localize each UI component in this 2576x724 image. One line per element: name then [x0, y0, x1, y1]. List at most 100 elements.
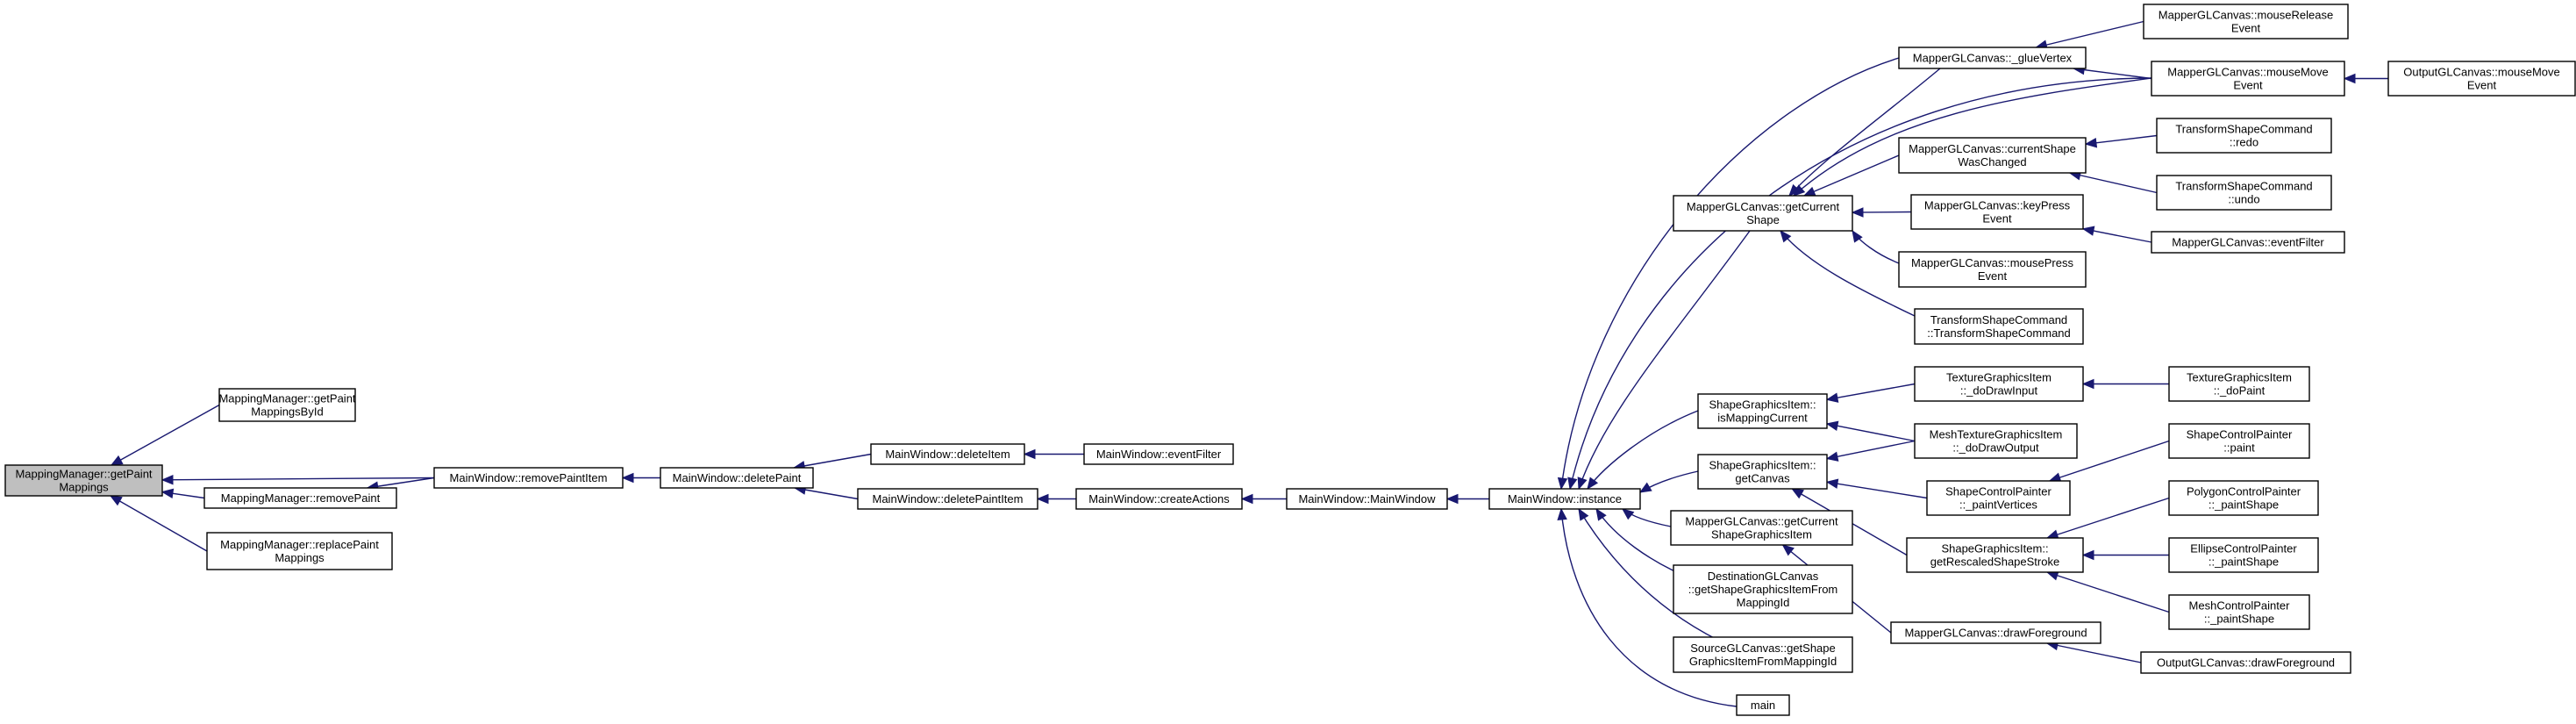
- arrowhead: [1445, 493, 1459, 505]
- node-label-line: MapperGLCanvas::mouseMove: [2167, 66, 2329, 79]
- node-redo[interactable]: TransformShapeCommand::redo: [2156, 118, 2332, 154]
- node-box[interactable]: [1488, 488, 1641, 510]
- node-box[interactable]: [1890, 621, 2101, 644]
- node-box[interactable]: [857, 488, 1038, 510]
- node-ellipsePaintShape[interactable]: EllipseControlPainter::_paintShape: [2168, 537, 2319, 573]
- node-box[interactable]: [2168, 423, 2310, 459]
- node-box[interactable]: [2151, 61, 2345, 97]
- node-outputDrawForeground[interactable]: OutputGLCanvas::drawForeground: [2140, 651, 2351, 674]
- node-box[interactable]: [203, 487, 397, 509]
- node-box[interactable]: [1898, 251, 2087, 288]
- node-box[interactable]: [2156, 175, 2332, 211]
- node-scpPaintVertices[interactable]: ShapeControlPainter::_paintVertices: [1926, 480, 2071, 516]
- node-srcGetShape[interactable]: SourceGLCanvas::getShapeGraphicsItemFrom…: [1673, 636, 1853, 673]
- node-isMappingCurrent[interactable]: ShapeGraphicsItem::isMappingCurrent: [1697, 393, 1828, 429]
- node-getRescaled[interactable]: ShapeGraphicsItem::getRescaledShapeStrok…: [1906, 537, 2084, 573]
- node-destGetShape[interactable]: DestinationGLCanvas::getShapeGraphicsIte…: [1673, 564, 1853, 614]
- node-box[interactable]: [4, 464, 163, 497]
- node-drawForeground[interactable]: MapperGLCanvas::drawForeground: [1890, 621, 2101, 644]
- node-deletePaintItem[interactable]: MainWindow::deletePaintItem: [857, 488, 1038, 510]
- node-deleteItem[interactable]: MainWindow::deleteItem: [870, 443, 1025, 465]
- node-createActions[interactable]: MainWindow::createActions: [1075, 488, 1243, 510]
- node-label-line: ::_paintShape: [2209, 498, 2279, 512]
- node-box[interactable]: [433, 467, 624, 489]
- arrowhead: [2081, 378, 2094, 390]
- node-main[interactable]: main: [1736, 694, 1790, 716]
- node-box[interactable]: [206, 532, 393, 570]
- edge-isMappingCurrent-to-instance: [1587, 410, 1699, 491]
- node-box[interactable]: [2151, 231, 2345, 254]
- node-texDoPaint[interactable]: TextureGraphicsItem::_doPaint: [2168, 366, 2310, 402]
- arrowhead: [1567, 477, 1578, 491]
- node-box[interactable]: [2168, 480, 2319, 516]
- node-box[interactable]: [660, 467, 814, 489]
- node-box[interactable]: [1906, 537, 2084, 573]
- node-label-line: MeshTextureGraphicsItem: [1930, 428, 2063, 441]
- node-box[interactable]: [870, 443, 1025, 465]
- node-meshDoDrawOutput[interactable]: MeshTextureGraphicsItem::_doDrawOutput: [1914, 423, 2078, 459]
- node-box[interactable]: [2168, 594, 2310, 630]
- node-mwEventFilter[interactable]: MainWindow::eventFilter: [1083, 443, 1234, 465]
- node-box[interactable]: [1286, 488, 1448, 510]
- node-deletePaint[interactable]: MainWindow::deletePaint: [660, 467, 814, 489]
- node-box[interactable]: [1697, 454, 1828, 490]
- edge-getPaintMappingsById-to-root: [110, 404, 220, 466]
- edge-line: [161, 477, 435, 481]
- node-polyPaintShape[interactable]: PolygonControlPainter::_paintShape: [2168, 480, 2319, 516]
- node-box[interactable]: [1898, 47, 2087, 69]
- arrowhead: [1595, 507, 1607, 521]
- node-glueVertex[interactable]: MapperGLCanvas::_glueVertex: [1898, 47, 2087, 69]
- node-getCurrentShapeGraphicsItem[interactable]: MapperGLCanvas::getCurrentShapeGraphicsI…: [1670, 510, 1853, 546]
- node-undo[interactable]: TransformShapeCommand::undo: [2156, 175, 2332, 211]
- node-box[interactable]: [1673, 636, 1853, 673]
- node-box[interactable]: [2143, 4, 2349, 39]
- node-meshPaintShape[interactable]: MeshControlPainter::_paintShape: [2168, 594, 2310, 630]
- node-removePaint[interactable]: MappingManager::removePaint: [203, 487, 397, 509]
- arrowhead: [1825, 392, 1839, 403]
- edge-line: [1560, 508, 1738, 707]
- node-mglEventFilter[interactable]: MapperGLCanvas::eventFilter: [2151, 231, 2345, 254]
- node-box[interactable]: [2168, 366, 2310, 402]
- node-box[interactable]: [1736, 694, 1790, 716]
- node-label-line: MainWindow::createActions: [1088, 492, 1230, 505]
- node-box[interactable]: [1910, 194, 2084, 230]
- node-box[interactable]: [1673, 195, 1853, 232]
- node-mainWindowCtor[interactable]: MainWindow::MainWindow: [1286, 488, 1448, 510]
- node-scpPaint[interactable]: ShapeControlPainter::paint: [2168, 423, 2310, 459]
- node-box[interactable]: [1898, 137, 2087, 174]
- node-label-line: MeshControlPainter: [2189, 599, 2291, 613]
- node-box[interactable]: [1914, 366, 2084, 402]
- node-box[interactable]: [1083, 443, 1234, 465]
- node-instance[interactable]: MainWindow::instance: [1488, 488, 1641, 510]
- edge-line: [1788, 68, 1941, 197]
- node-box[interactable]: [2156, 118, 2332, 154]
- node-box[interactable]: [1914, 423, 2078, 459]
- node-box[interactable]: [1075, 488, 1243, 510]
- edge-line: [1578, 230, 1751, 490]
- node-box[interactable]: [1697, 393, 1828, 429]
- node-box[interactable]: [218, 388, 356, 422]
- node-box[interactable]: [2168, 537, 2319, 573]
- node-removePaintItem[interactable]: MainWindow::removePaintItem: [433, 467, 624, 489]
- node-box[interactable]: [1914, 308, 2084, 345]
- node-box[interactable]: [1926, 480, 2071, 516]
- node-texDoDrawInput[interactable]: TextureGraphicsItem::_doDrawInput: [1914, 366, 2084, 402]
- node-box[interactable]: [2387, 61, 2576, 97]
- node-getCanvas[interactable]: ShapeGraphicsItem::getCanvas: [1697, 454, 1828, 490]
- edge-line: [1826, 481, 1928, 499]
- node-box[interactable]: [1670, 510, 1853, 546]
- node-tscCtor[interactable]: TransformShapeCommand::TransformShapeCom…: [1914, 308, 2084, 345]
- node-label-line: TextureGraphicsItem: [1946, 371, 2052, 384]
- node-box[interactable]: [2140, 651, 2351, 674]
- node-box[interactable]: [1673, 564, 1853, 614]
